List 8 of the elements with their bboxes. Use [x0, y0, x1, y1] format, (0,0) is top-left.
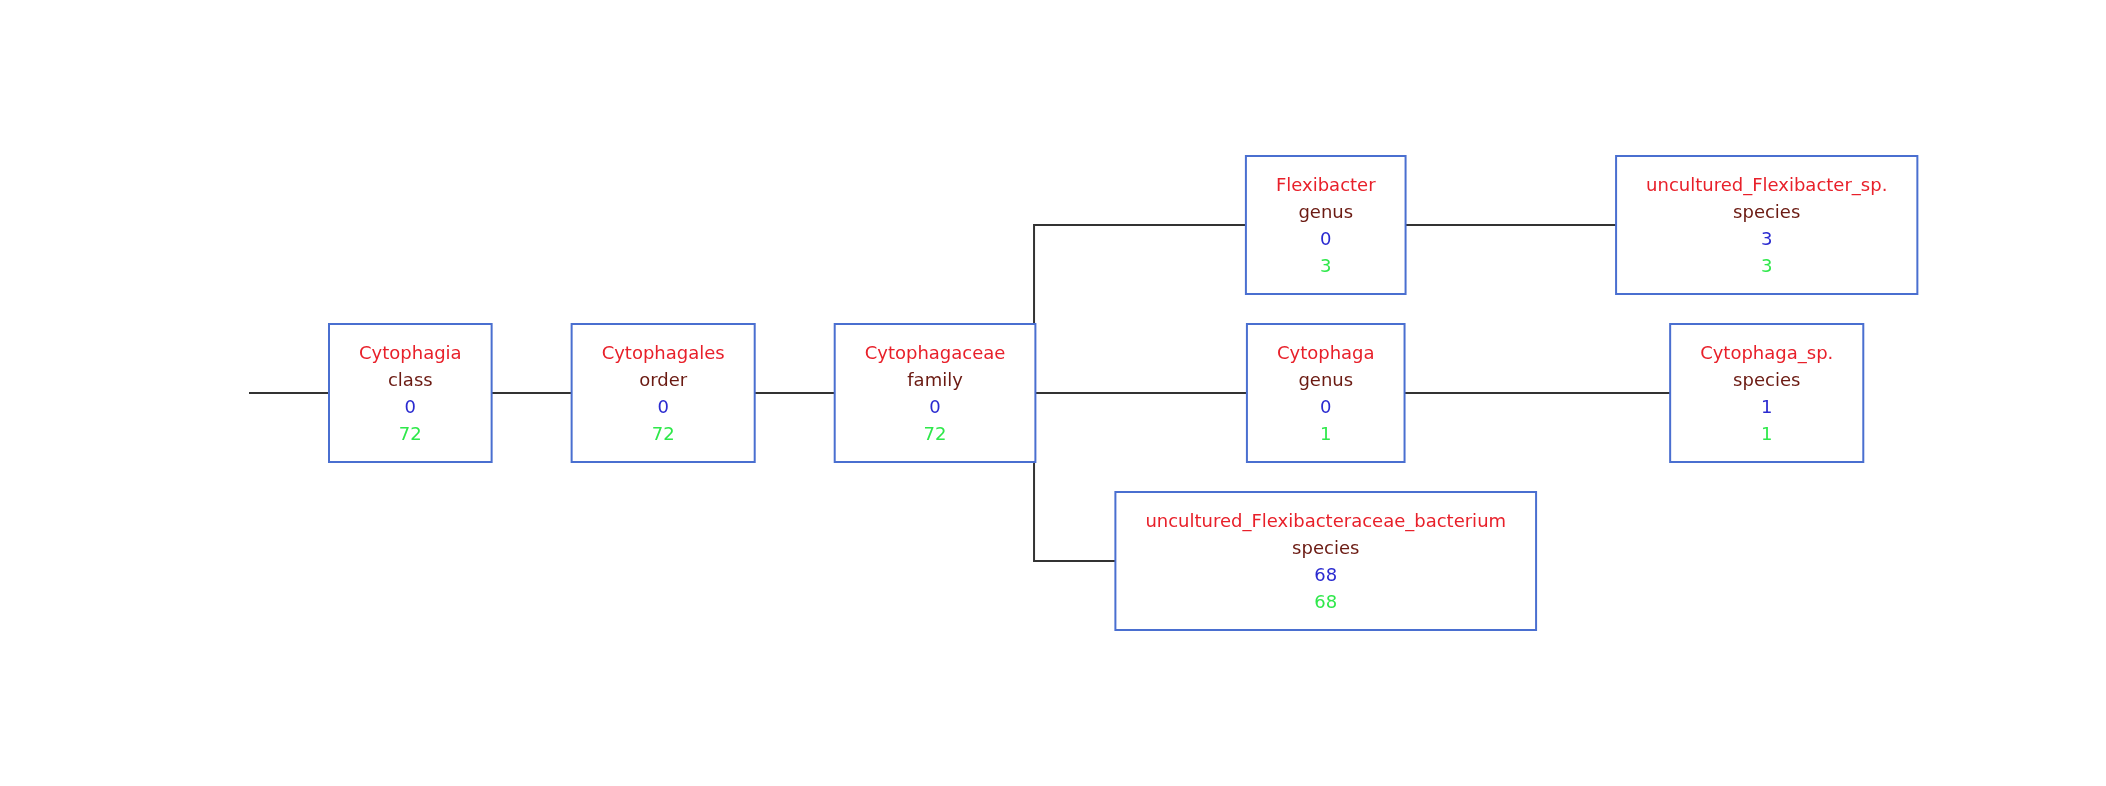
node-box: Cytophagaceae family 0 72 [833, 323, 1037, 463]
node-box: uncultured_Flexibacter_sp. species 3 3 [1614, 155, 1919, 295]
node-box: uncultured_Flexibacteraceae_bacterium species 68 68 [1114, 491, 1537, 631]
node-box: Cytophagales order 0 72 [570, 323, 756, 463]
node-box: Cytophaga genus 0 1 [1245, 323, 1406, 463]
node-box: Cytophagia class 0 72 [327, 323, 493, 463]
node-box: Flexibacter genus 0 3 [1244, 155, 1407, 295]
node-box: Cytophaga_sp. species 1 1 [1668, 323, 1865, 463]
